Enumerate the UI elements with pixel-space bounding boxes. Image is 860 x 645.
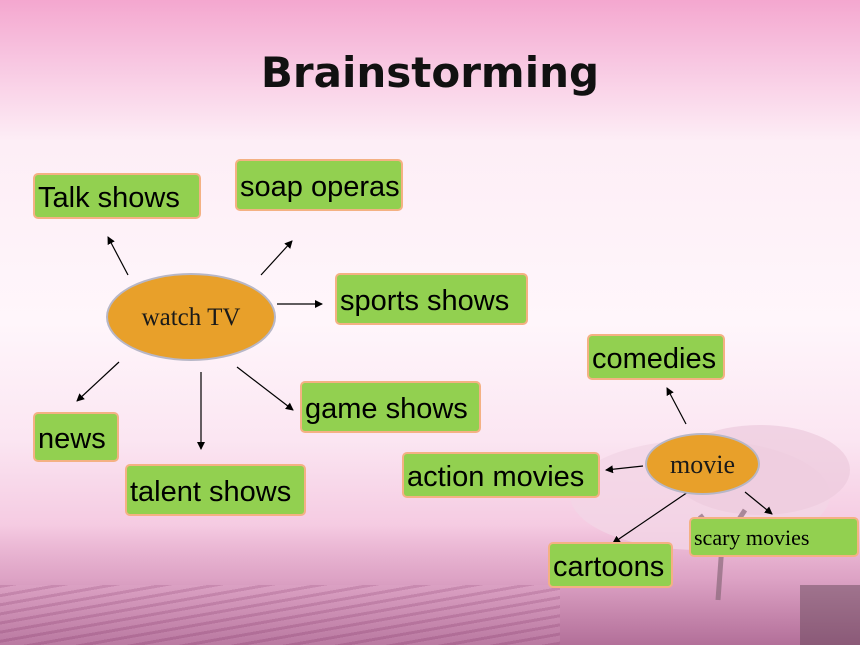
cartoons-box: cartoons (548, 542, 673, 588)
arrow-to-talk-shows (107, 236, 129, 276)
talent-shows-box: talent shows (125, 464, 306, 516)
watch-tv-hub: watch TV (106, 273, 276, 361)
news-box: news (33, 412, 119, 462)
scary-movies-box: scary movies (689, 517, 859, 557)
movie-label: movie (670, 450, 735, 479)
arrow-to-action-movies (605, 465, 644, 474)
watch-tv-label: watch TV (141, 304, 241, 331)
arrow-to-soap-operas (260, 240, 293, 276)
game-shows-box: game shows (300, 381, 481, 433)
arrow-to-scary-movies (744, 491, 773, 515)
soap-operas-box: soap operas (235, 159, 403, 211)
background-grass (0, 585, 560, 645)
arrow-to-comedies (666, 387, 687, 425)
action-movies-box: action movies (402, 452, 600, 498)
sports-shows-box: sports shows (335, 273, 528, 325)
movie-hub: movie (645, 433, 760, 495)
comedies-box: comedies (587, 334, 725, 380)
arrow-to-news (76, 361, 120, 402)
arrow-to-game-shows (236, 366, 294, 411)
arrow-to-cartoons (612, 491, 689, 544)
talk-shows-box: Talk shows (33, 173, 201, 219)
page-title: Brainstorming (260, 48, 600, 97)
